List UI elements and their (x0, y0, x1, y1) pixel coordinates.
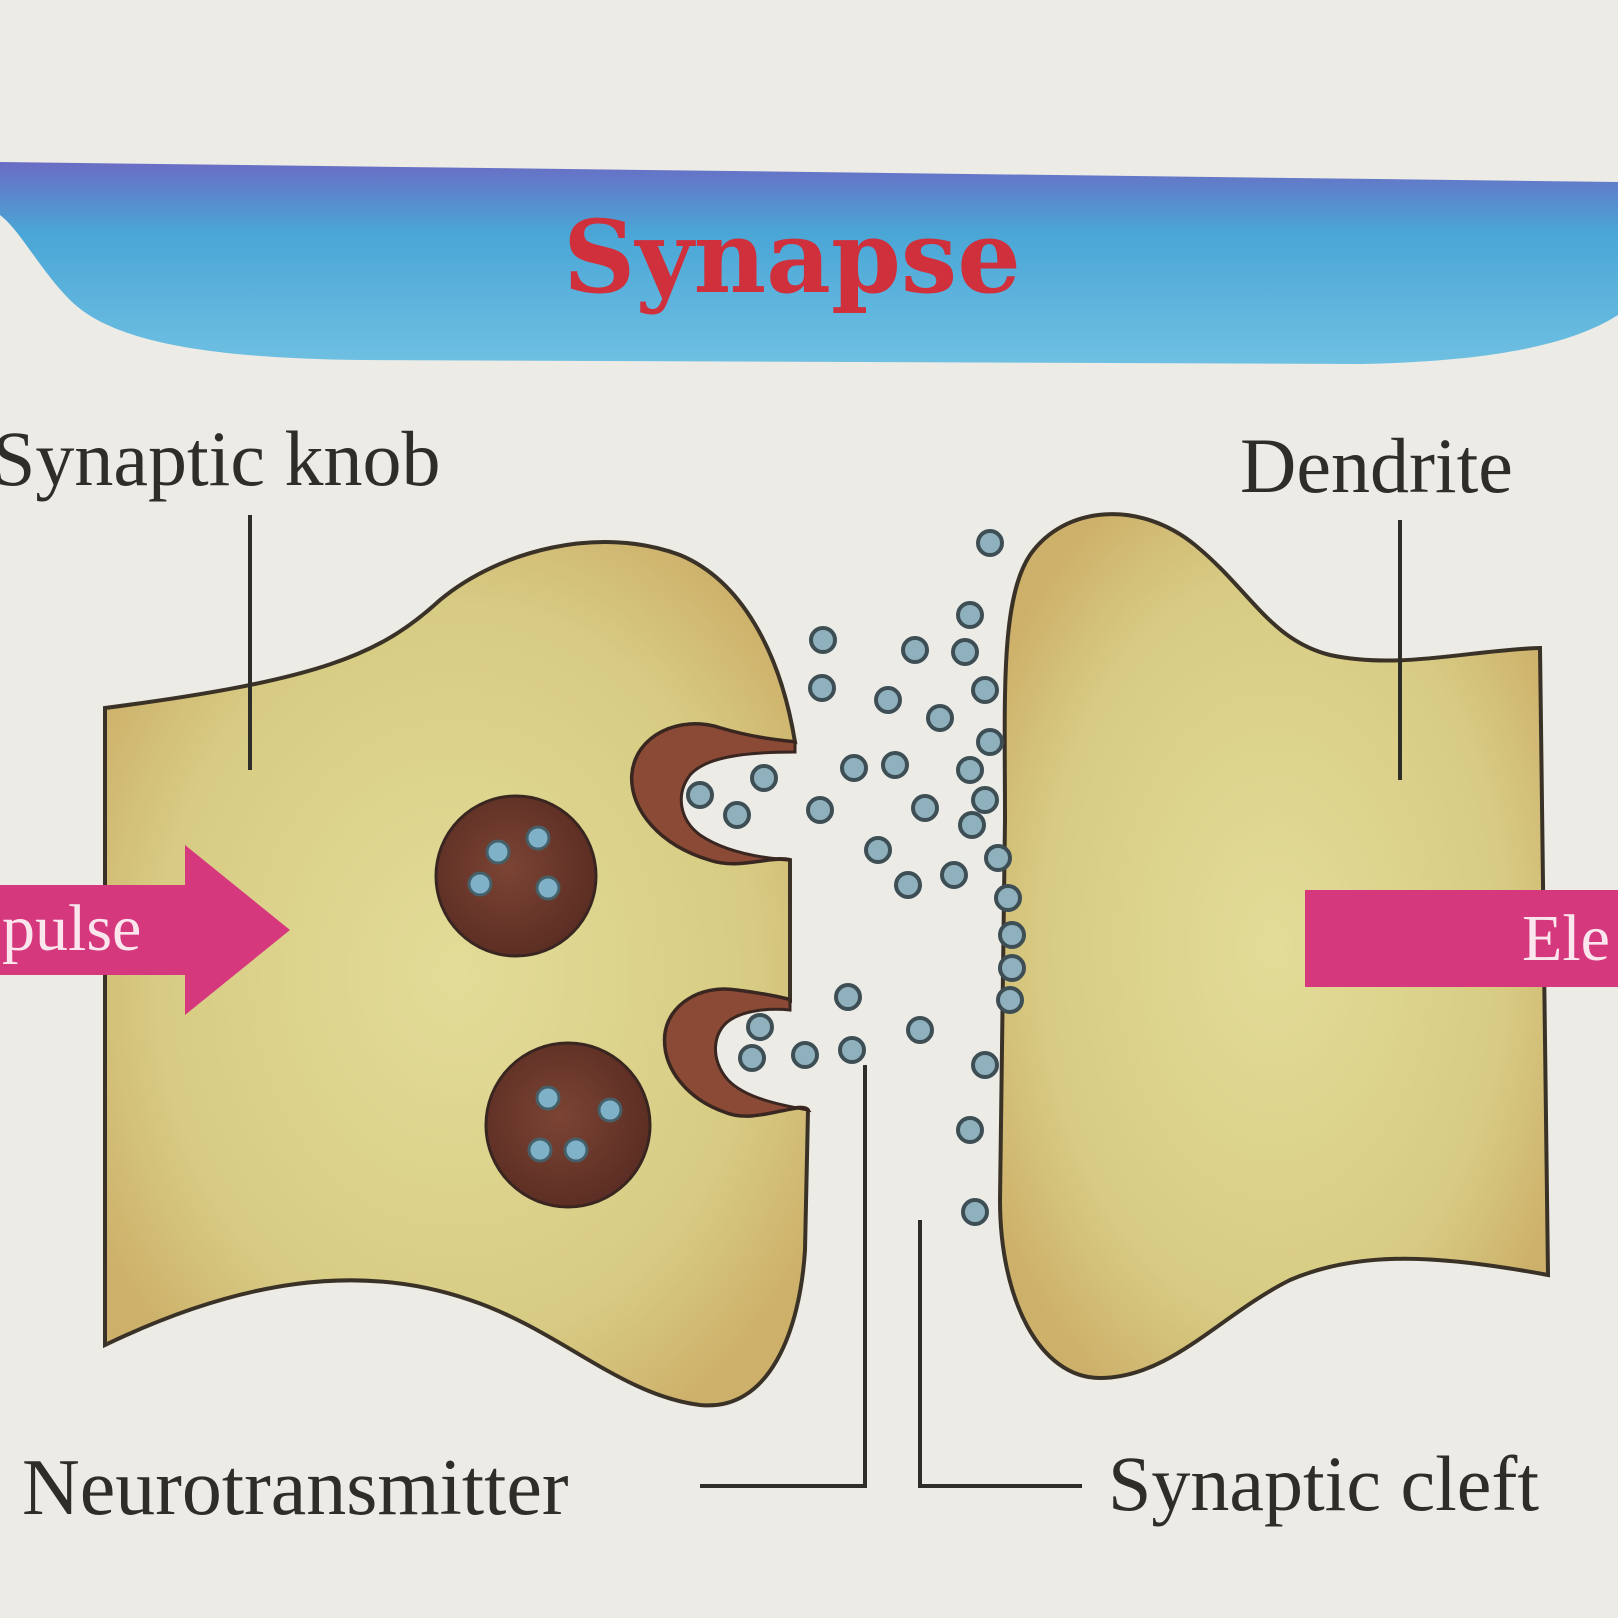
neurotransmitter-molecule (998, 954, 1026, 982)
neurotransmitter-molecule (996, 986, 1024, 1014)
neurotransmitter-molecule (961, 1198, 989, 1226)
label-synaptic-cleft: Synaptic cleft (1108, 1440, 1539, 1527)
neurotransmitter-molecule (976, 728, 1004, 756)
page-title: Synapse (563, 198, 1021, 316)
neurotransmitter-molecule (994, 884, 1022, 912)
dendrite (997, 512, 1551, 1381)
neurotransmitter-molecule (834, 983, 862, 1011)
neurotransmitter-molecule (958, 811, 986, 839)
neurotransmitter-molecule (971, 676, 999, 704)
neurotransmitter-molecule (971, 786, 999, 814)
neurotransmitter-molecule (746, 1013, 774, 1041)
impulse-arrow-left: pulse (0, 845, 290, 1015)
neurotransmitter-molecule (838, 1036, 866, 1064)
label-dendrite: Dendrite (1240, 422, 1513, 509)
neurotransmitter-molecule (808, 674, 836, 702)
neurotransmitter-molecule (809, 626, 837, 654)
neurotransmitter-molecule (840, 754, 868, 782)
neurotransmitter-molecules (686, 529, 1026, 1226)
synaptic-vesicle (484, 1041, 652, 1209)
impulse-arrow-right: Ele (1305, 890, 1618, 987)
neurotransmitter-molecule (686, 781, 714, 809)
title-banner: Synapse (0, 162, 1618, 364)
neurotransmitter-molecule (971, 1051, 999, 1079)
neurotransmitter-molecule (956, 1116, 984, 1144)
neurotransmitter-molecule (750, 764, 778, 792)
leader-lines (248, 515, 1402, 1488)
label-synaptic-knob: Synaptic knob (0, 415, 440, 502)
neurotransmitter-molecule (940, 861, 968, 889)
neurotransmitter-molecule (906, 1016, 934, 1044)
fusing-vesicle-top (630, 722, 797, 865)
fusing-vesicle-bottom (663, 987, 812, 1118)
neurotransmitter-molecule (984, 844, 1012, 872)
neurotransmitter-molecule (926, 704, 954, 732)
neurotransmitter-molecule (864, 836, 892, 864)
label-neurotransmitter: Neurotransmitter (22, 1444, 568, 1532)
neurotransmitter-molecule (806, 796, 834, 824)
neurotransmitter-molecule (956, 756, 984, 784)
neurotransmitter-molecule (874, 686, 902, 714)
neurotransmitter-molecule (723, 801, 751, 829)
neurotransmitter-molecule (791, 1041, 819, 1069)
synaptic-vesicle (434, 794, 598, 958)
neurotransmitter-molecule (901, 636, 929, 664)
neurotransmitter-molecule (998, 921, 1026, 949)
impulse-right-label: Ele (1522, 902, 1610, 975)
neurotransmitter-molecule (911, 794, 939, 822)
neurotransmitter-molecule (881, 751, 909, 779)
impulse-left-label: pulse (2, 892, 141, 965)
neurotransmitter-molecule (976, 529, 1004, 557)
neurotransmitter-molecule (894, 871, 922, 899)
neurotransmitter-molecule (951, 638, 979, 666)
neurotransmitter-molecule (956, 601, 984, 629)
neurotransmitter-molecule (738, 1044, 766, 1072)
